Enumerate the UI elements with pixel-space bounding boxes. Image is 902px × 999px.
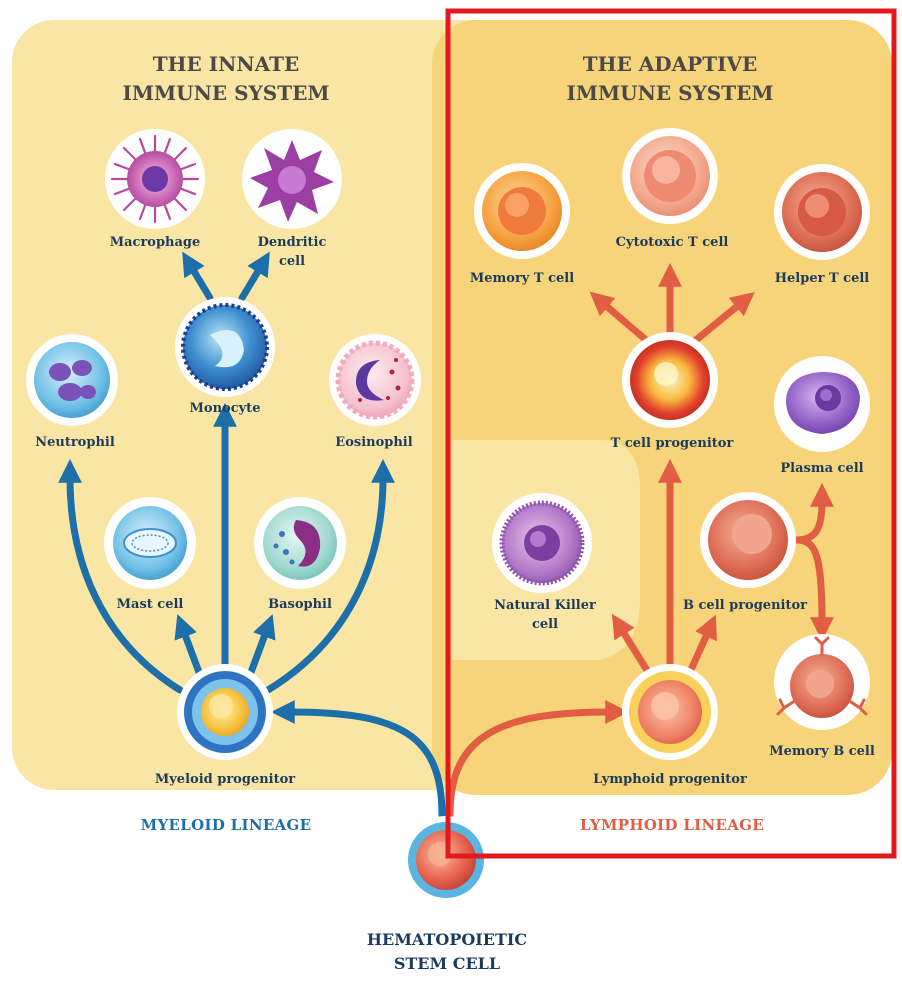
plasma-cell-icon [774, 356, 870, 452]
adaptive-highlight-box [445, 8, 897, 859]
stem-cell-label-line1: HEMATOPOIETIC [366, 930, 528, 949]
label-natural-killer: Natural Killer cell [494, 596, 596, 634]
stem-cell-icon [402, 816, 490, 904]
label-monocyte: Monocyte [189, 401, 261, 416]
arrow-lymphoid-to-nk [611, 613, 652, 676]
label-eosinophil: Eosinophil [335, 435, 413, 450]
myeloid-arrows [58, 251, 446, 819]
natural-killer-cell-icon [492, 493, 592, 593]
label-basophil: Basophil [268, 597, 332, 612]
monocyte-icon [175, 297, 275, 397]
arrow-stem-to-myeloid [270, 700, 446, 819]
arrow-stem-to-lymphoid [446, 700, 630, 819]
basophil-icon [254, 497, 346, 589]
arrow-lymphoid-to-bprogenitor [686, 614, 717, 676]
arrow-myeloid-to-neutrophil [58, 458, 184, 694]
label-memory-b-cell: Memory B cell [769, 744, 875, 759]
adaptive-title-line2: IMMUNE SYSTEM [566, 81, 774, 105]
label-helper-t-cell: Helper T cell [774, 271, 870, 286]
label-mast-cell: Mast cell [116, 597, 184, 612]
arrow-myeloid-to-eosinophil [264, 458, 395, 694]
memory-b-cell-icon [774, 634, 870, 730]
label-cytotoxic-t-cell: Cytotoxic T cell [615, 235, 729, 250]
myeloid-lineage-label: MYELOID LINEAGE [140, 816, 312, 834]
label-natural-killer-line1: Natural Killer [494, 598, 596, 613]
adaptive-title: THE ADAPTIVE IMMUNE SYSTEM [567, 50, 774, 108]
adaptive-title-line1: THE ADAPTIVE [582, 52, 758, 76]
label-lymphoid-progenitor: Lymphoid progenitor [593, 772, 747, 787]
innate-title: THE INNATE IMMUNE SYSTEM [123, 50, 330, 108]
eosinophil-icon [329, 334, 421, 426]
mast-cell-icon [104, 497, 196, 589]
label-natural-killer-line2: cell [531, 617, 559, 632]
arrow-myeloid-to-basophil [246, 614, 276, 679]
innate-title-line2: IMMUNE SYSTEM [122, 81, 330, 105]
lymphoid-progenitor-icon [622, 664, 718, 760]
arrow-bprog-to-memoryb [792, 536, 834, 642]
label-plasma-cell: Plasma cell [780, 461, 864, 476]
label-dendritic-line1: Dendritic [257, 235, 327, 250]
arrow-tprog-to-helpert [692, 291, 755, 344]
label-myeloid-progenitor: Myeloid progenitor [154, 772, 296, 787]
lymphoid-arrows [446, 262, 834, 819]
b-cell-progenitor-icon [700, 492, 796, 588]
cytotoxic-t-cell-icon [622, 128, 718, 224]
label-dendritic: Dendritic cell [258, 233, 327, 271]
neutrophil-icon [26, 334, 118, 426]
memory-t-cell-icon [474, 163, 570, 259]
arrow-tprog-to-memoryt [589, 291, 650, 344]
label-dendritic-line2: cell [278, 254, 306, 269]
arrow-monocyte-to-macrophage [182, 251, 214, 302]
lymphoid-lineage-label: LYMPHOID LINEAGE [579, 816, 765, 834]
dendritic-cell-icon [242, 129, 342, 229]
myeloid-progenitor-icon [177, 664, 273, 760]
label-t-cell-progenitor: T cell progenitor [610, 436, 734, 451]
innate-title-line1: THE INNATE [152, 52, 300, 76]
macrophage-icon [105, 129, 205, 229]
t-cell-progenitor-icon [622, 332, 718, 428]
stem-cell-label-line2: STEM CELL [393, 954, 501, 973]
label-macrophage: Macrophage [109, 235, 201, 250]
arrow-myeloid-to-mast [174, 614, 204, 679]
label-memory-t-cell: Memory T cell [469, 271, 575, 286]
label-b-cell-progenitor: B cell progenitor [683, 598, 807, 613]
helper-t-cell-icon [774, 164, 870, 260]
stem-cell-label: HEMATOPOIETIC STEM CELL [367, 928, 527, 976]
label-neutrophil: Neutrophil [35, 435, 115, 450]
arrow-monocyte-to-dendritic [238, 251, 270, 302]
